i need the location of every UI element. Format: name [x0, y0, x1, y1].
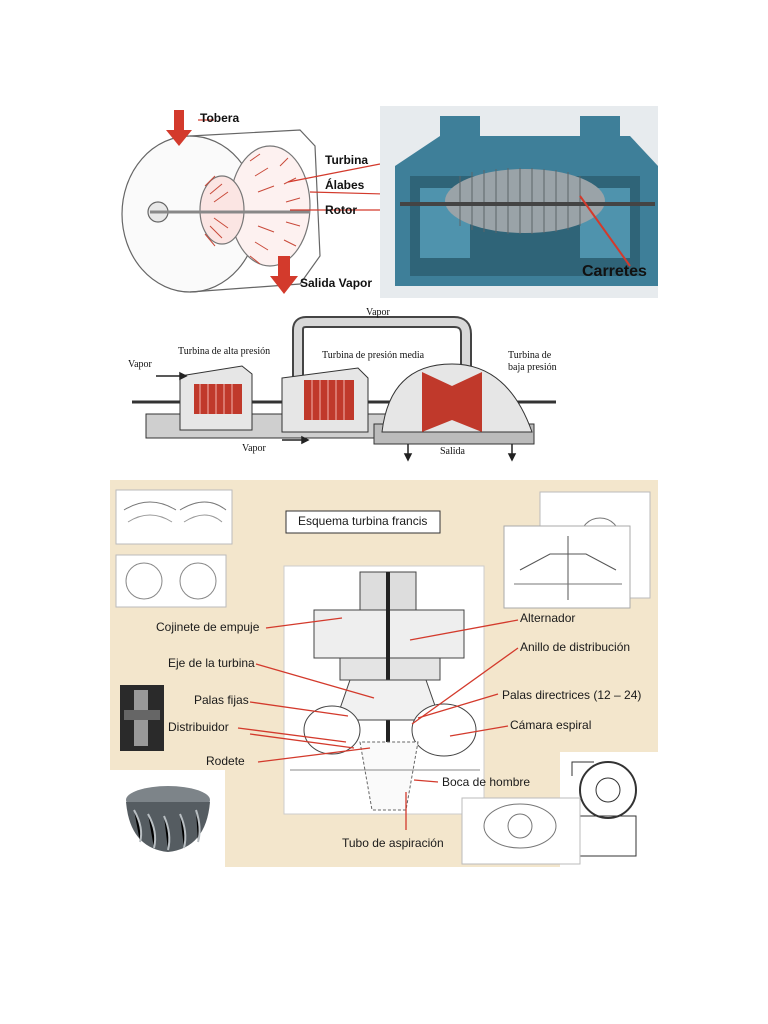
label-cojinete: Cojinete de empuje	[156, 620, 260, 634]
label-vapor-bottom: Vapor	[242, 443, 266, 454]
flow-arrows	[156, 371, 517, 462]
label-alabes: Álabes	[325, 178, 365, 192]
label-tobera: Tobera	[200, 111, 240, 125]
francis-runner-photo	[110, 770, 225, 867]
cutaway-drawing	[121, 106, 658, 298]
label-turbina: Turbina	[325, 153, 369, 167]
label-alternador: Alternador	[520, 611, 576, 625]
shaft-photo-thumbnail	[120, 685, 164, 751]
label-presion-media: Turbina de presión media	[320, 350, 427, 361]
label-baja-presion: Turbina de baja presión	[508, 350, 557, 373]
spiral-sketch-thumbnail	[115, 554, 227, 608]
turbine-line-drawing	[121, 129, 321, 293]
label-palas-fijas: Palas fijas	[194, 693, 249, 707]
medium-pressure-casing	[281, 367, 369, 433]
multistage-drawing	[132, 316, 556, 462]
label-vapor-top: Vapor	[366, 307, 390, 318]
steam-turbine-photo	[380, 106, 658, 298]
francis-drawing	[110, 489, 658, 867]
label-rodete: Rodete	[206, 754, 245, 768]
runner-plan-sketch	[461, 797, 581, 865]
label-rotor: Rotor	[325, 203, 357, 217]
francis-cross-section	[283, 565, 485, 815]
label-palas-directrices: Palas directrices (12 – 24)	[502, 688, 642, 702]
low-pressure-casing	[381, 363, 533, 433]
label-anillo: Anillo de distribución	[520, 640, 631, 654]
multistage-turbine-figure: Vapor Turbina de alta presión Turbina de…	[122, 304, 566, 464]
label-alta-presion: Turbina de alta presión	[178, 346, 271, 357]
francis-turbine-figure: Esquema turbina francis Cojinete de empu…	[110, 480, 658, 867]
label-camara-espiral: Cámara espiral	[510, 718, 592, 732]
label-carretes: Carretes	[582, 263, 647, 280]
label-tubo-aspiracion: Tubo de aspiración	[342, 836, 444, 850]
scheme-title: Esquema turbina francis	[298, 514, 428, 528]
leader-lines	[237, 617, 519, 830]
steam-outlet-arrow	[270, 256, 298, 294]
steam-turbine-cutaway-figure: Tobera Turbina Álabes Rotor Salida Vapor…	[110, 106, 658, 298]
label-salida: Salida	[440, 446, 465, 457]
turbine-section-sketch	[503, 525, 631, 609]
nozzle-arrow	[166, 110, 192, 146]
label-eje: Eje de la turbina	[168, 656, 255, 670]
label-vapor-left: Vapor	[128, 359, 152, 370]
label-distribuidor: Distribuidor	[168, 720, 229, 734]
high-pressure-casing	[179, 365, 253, 431]
label-boca-hombre: Boca de hombre	[442, 775, 531, 789]
blade-sketch-thumbnail	[115, 489, 233, 545]
label-salida-vapor: Salida Vapor	[300, 276, 373, 290]
